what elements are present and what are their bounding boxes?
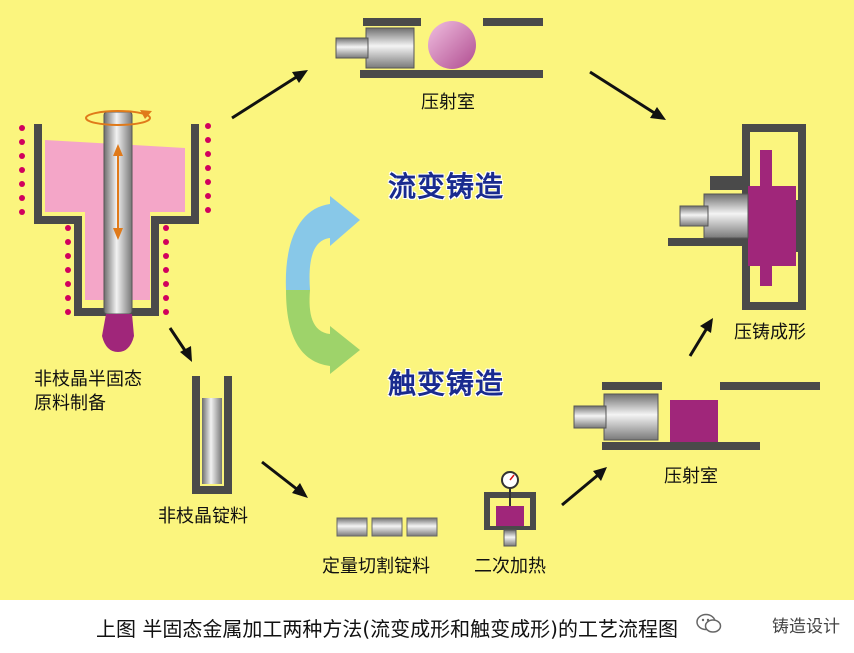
shot-chamber-bottom xyxy=(573,382,820,450)
heating-coil xyxy=(19,123,211,315)
die-casting-mold xyxy=(668,124,806,310)
ingot-mold xyxy=(192,376,232,494)
cut-ingot-pieces xyxy=(336,517,438,537)
shot-chamber-top xyxy=(335,18,543,78)
down-arrow-icon xyxy=(113,228,123,240)
label-die-casting: 压铸成形 xyxy=(734,322,806,343)
label-shot-chamber-bottom: 压射室 xyxy=(664,466,718,487)
watermark: 铸造设计 xyxy=(772,617,840,637)
semi-solid-billet-drop xyxy=(102,314,134,352)
reheated-billet xyxy=(670,400,718,442)
thixocasting-curved-arrow xyxy=(286,290,360,374)
label-shot-chamber-top: 压射室 xyxy=(421,92,475,113)
label-cut-ingot: 定量切割锭料 xyxy=(322,556,430,577)
thermometer-gauge-icon xyxy=(501,471,519,489)
reheating-furnace xyxy=(484,471,536,547)
figure-caption-bar: 上图 半固态金属加工两种方法(流变成形和触变成形)的工艺流程图 铸造设计 xyxy=(0,600,854,653)
rotation-arrow-icon xyxy=(85,110,151,126)
title-rheocasting: 流变铸造 xyxy=(388,170,505,203)
figure-caption: 上图 半固态金属加工两种方法(流变成形和触变成形)的工艺流程图 xyxy=(96,617,678,641)
wechat-icon xyxy=(696,613,722,633)
feedstock-apparatus xyxy=(19,110,211,352)
semi-solid-slurry-ball xyxy=(428,21,476,69)
title-thixocasting: 触变铸造 xyxy=(388,367,505,400)
label-reheat: 二次加热 xyxy=(474,556,546,577)
process-switch-arrows xyxy=(285,196,360,374)
diagram-graphics xyxy=(19,18,820,547)
label-ingot: 非枝晶锭料 xyxy=(158,506,248,527)
flow-arrows xyxy=(168,70,713,507)
rheocasting-curved-arrow xyxy=(285,196,360,290)
up-arrow-icon xyxy=(113,144,123,156)
label-feedstock: 非枝晶半固态 原料制备 xyxy=(34,369,142,414)
